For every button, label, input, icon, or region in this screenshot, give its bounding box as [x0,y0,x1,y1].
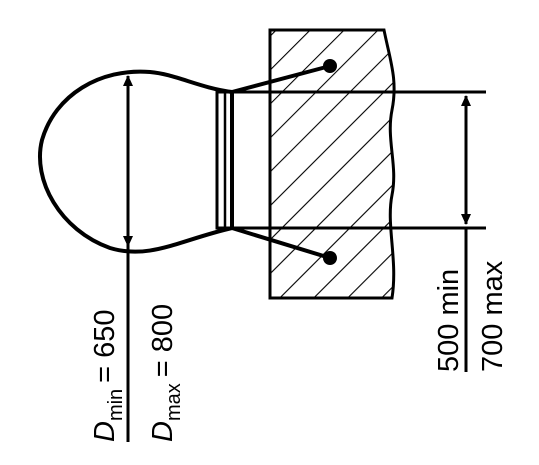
dmax-label: Dmax = 800 [147,304,185,442]
dmin-label: Dmin = 650 [89,309,127,442]
anchor-leg-bottom [231,226,331,260]
dmax-subscript: max [163,383,185,421]
anchor-leg-top [231,64,331,94]
bulb-head [38,69,234,254]
dmin-subscript: min [105,389,127,421]
min-depth-text: 500 min [433,269,465,372]
dmin-value: = 650 [89,309,121,382]
svg-text:Dmin= 650: Dmin = 650 [89,309,127,442]
dmax-symbol: D [147,421,179,442]
dmax-value: = 800 [147,304,179,377]
anchor-dot-top [323,59,337,73]
anchor-dot-bottom [323,251,337,265]
concrete-block [268,28,396,300]
min-depth-label: 500 min [433,269,465,372]
max-depth-text: 700 max [477,260,509,372]
svg-text:Dmax= 800: Dmax = 800 [147,304,185,442]
max-depth-label: 700 max [477,260,509,372]
dmin-symbol: D [89,421,121,442]
